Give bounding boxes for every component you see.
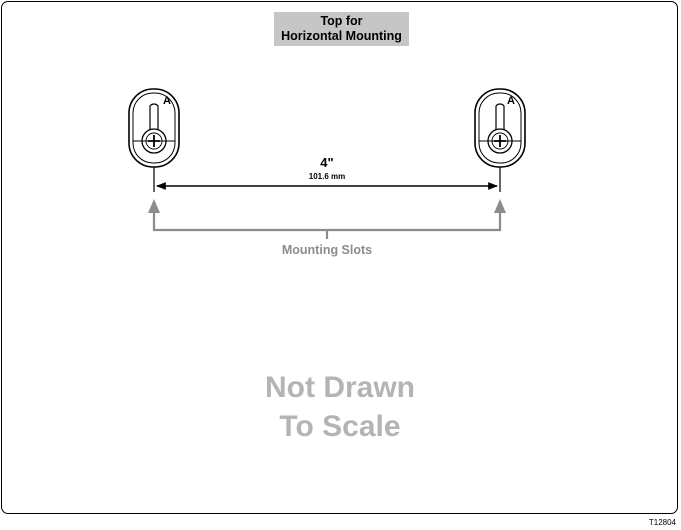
callout-arrow-right-icon	[494, 199, 506, 213]
dimension-imperial: 4"	[320, 155, 333, 170]
slot-letter-right: A	[507, 95, 515, 107]
watermark-line2: To Scale	[190, 407, 490, 446]
keyhole-channel	[150, 104, 158, 132]
callout-arrow-left-icon	[148, 199, 160, 213]
mounting-slots-callout	[148, 199, 506, 239]
figure-code: T12804	[649, 518, 676, 527]
keyhole-channel	[496, 104, 504, 132]
callout-label: Mounting Slots	[282, 243, 372, 257]
watermark-line1: Not Drawn	[190, 368, 490, 407]
slot-letter-left: A	[163, 95, 171, 107]
not-to-scale-watermark: Not Drawn To Scale	[190, 368, 490, 446]
dimension-metric: 101.6 mm	[309, 172, 345, 181]
mounting-slot-right: A	[475, 89, 525, 167]
mounting-slot-left: A	[129, 89, 179, 167]
callout-bracket	[154, 212, 500, 230]
